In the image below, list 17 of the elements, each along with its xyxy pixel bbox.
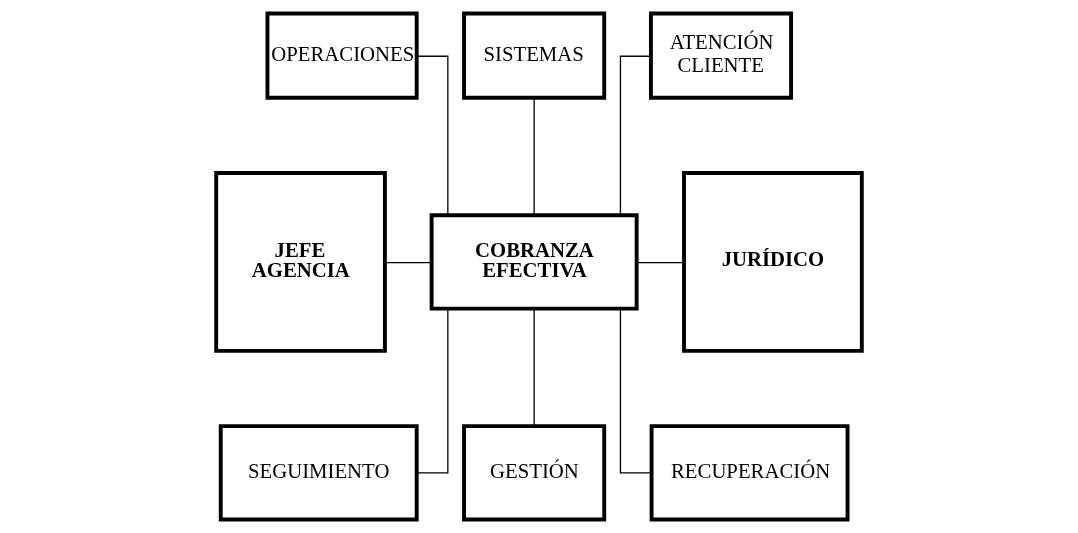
node-box: SISTEMAS — [462, 11, 607, 100]
node-box: JEFE AGENCIA — [214, 171, 387, 353]
connector — [619, 308, 652, 474]
node-box: RECUPERACIÓN — [649, 424, 850, 522]
connector — [619, 55, 652, 216]
node-box: GESTIÓN — [462, 424, 607, 522]
connector — [416, 308, 449, 474]
node-box: SEGUIMIENTO — [218, 424, 419, 522]
node-box: ATENCIÓN CLIENTE — [649, 11, 794, 100]
connector — [384, 261, 433, 264]
node-box: COBRANZA EFECTIVA — [429, 213, 639, 311]
node-box: JURÍDICO — [682, 171, 864, 353]
connector — [416, 55, 449, 216]
connector — [533, 97, 535, 216]
connector — [636, 261, 685, 264]
connector — [533, 308, 535, 427]
node-box: OPERACIONES — [265, 11, 419, 100]
